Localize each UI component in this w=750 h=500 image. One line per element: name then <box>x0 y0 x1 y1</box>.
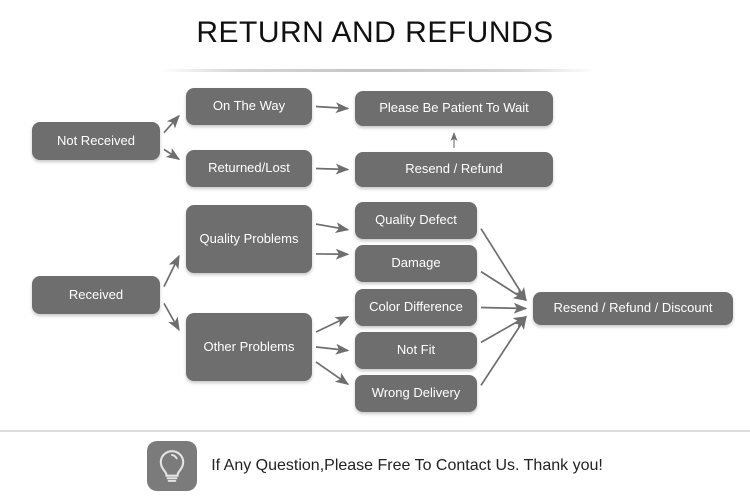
flow-node-please-be-patient[interactable]: Please Be Patient To Wait <box>355 91 553 126</box>
footer: If Any Question,Please Free To Contact U… <box>0 432 750 500</box>
flow-node-label: Quality Defect <box>375 212 457 228</box>
flow-node-not-fit[interactable]: Not Fit <box>355 332 477 369</box>
flow-node-quality-problems[interactable]: Quality Problems <box>186 205 312 273</box>
footer-divider <box>0 430 750 432</box>
flow-node-resend-refund-discount[interactable]: Resend / Refund / Discount <box>533 292 733 325</box>
flow-node-resend-refund[interactable]: Resend / Refund <box>355 152 553 187</box>
page-title: RETURN AND REFUNDS <box>196 16 554 49</box>
title-divider <box>160 69 595 72</box>
flow-node-label: Color Difference <box>369 299 463 315</box>
flow-arrow-returned-lost-to-resend-refund <box>315 163 350 175</box>
flow-arrow-other-problems-to-color-difference <box>315 315 350 333</box>
flow-node-label: Returned/Lost <box>208 160 290 176</box>
flow-node-received[interactable]: Received <box>32 276 160 314</box>
flow-node-label: Damage <box>391 255 441 271</box>
flow-node-other-problems[interactable]: Other Problems <box>186 313 312 381</box>
flow-node-not-received[interactable]: Not Received <box>32 122 160 160</box>
flow-node-label: Not Fit <box>396 342 436 358</box>
flow-node-label: Please Be Patient To Wait <box>379 100 529 116</box>
flow-arrow-quality-problems-to-quality-defect <box>315 222 350 233</box>
flow-arrow-other-problems-to-wrong-delivery <box>315 361 350 386</box>
flow-arrow-color-difference-to-resend-refund-discount <box>480 302 528 314</box>
flow-node-quality-defect[interactable]: Quality Defect <box>355 202 477 239</box>
flow-arrow-quality-defect-to-resend-refund-discount <box>480 228 527 302</box>
flow-arrow-not-received-to-returned-lost <box>163 147 181 160</box>
flow-node-returned-lost[interactable]: Returned/Lost <box>186 150 312 187</box>
flow-arrow-wrong-delivery-to-resend-refund-discount <box>480 315 527 386</box>
lightbulb-icon <box>147 441 198 491</box>
flow-node-on-the-way[interactable]: On The Way <box>186 88 312 125</box>
flow-node-color-difference[interactable]: Color Difference <box>355 289 477 326</box>
flow-arrow-received-to-other-problems <box>163 302 180 332</box>
flow-node-label: Resend / Refund / Discount <box>553 300 713 316</box>
flow-node-label: Received <box>68 286 124 302</box>
flow-arrow-other-problems-to-not-fit <box>315 343 350 355</box>
flow-node-label: Resend / Refund <box>405 161 503 177</box>
flow-arrow-not-fit-to-resend-refund-discount <box>480 316 528 344</box>
flow-node-label: Wrong Delivery <box>371 385 461 401</box>
flow-arrow-damage-to-resend-refund-discount <box>480 270 528 301</box>
flow-node-label: Not Received <box>56 132 136 148</box>
flow-node-wrong-delivery[interactable]: Wrong Delivery <box>355 375 477 412</box>
flow-node-label: Other Problems <box>203 338 295 354</box>
flow-arrow-received-to-quality-problems <box>163 254 180 288</box>
flow-node-label: On The Way <box>212 98 286 114</box>
footer-message: If Any Question,Please Free To Contact U… <box>211 457 603 474</box>
flow-node-damage[interactable]: Damage <box>355 245 477 282</box>
flow-arrow-not-received-to-on-the-way <box>163 114 180 134</box>
flow-node-label: Quality Problems <box>199 230 299 246</box>
flow-arrow-on-the-way-to-please-be-patient <box>315 102 350 114</box>
